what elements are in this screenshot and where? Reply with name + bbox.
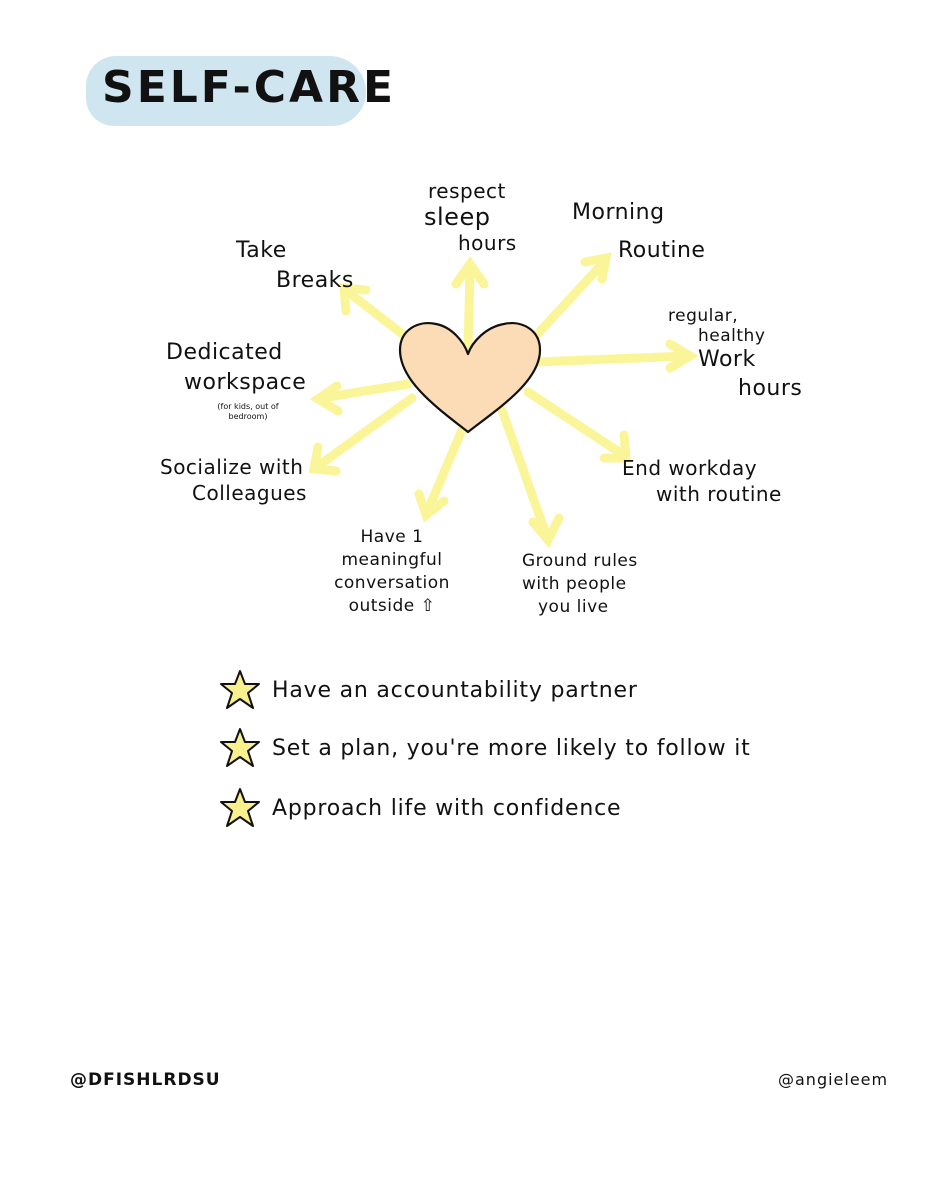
- spoke-end-workday: End workday with routine: [622, 455, 782, 507]
- spoke-socialize-line2: Colleagues: [192, 481, 307, 505]
- arrow-ground-rules: [497, 405, 551, 539]
- spoke-sleep-line1: respect: [428, 179, 506, 203]
- spoke-work-hours-line1: regular,: [668, 306, 739, 326]
- tip-text: Approach life with confidence: [272, 795, 622, 821]
- spoke-morning-line2: Routine: [618, 238, 706, 263]
- footer-right-handle: @angieleem: [778, 1070, 889, 1089]
- tip-text: Set a plan, you're more likely to follow…: [272, 735, 751, 761]
- spoke-conversation: Have 1 meaningful conversation outside ⇧: [326, 526, 458, 618]
- arrow-socialize: [313, 393, 417, 471]
- arrow-work-hours: [533, 351, 691, 367]
- star-icon: [220, 670, 260, 709]
- spoke-work-hours: regular, healthy Work hours: [668, 306, 802, 404]
- page-title: SELF-CARE: [102, 62, 397, 113]
- spoke-workspace: Dedicated workspace: [166, 338, 306, 398]
- spoke-conversation-line2: meaningful: [341, 550, 443, 570]
- tip-item: Approach life with confidence: [218, 786, 621, 830]
- tip-item: Have an accountability partner: [218, 668, 638, 712]
- arrow-breaks: [343, 287, 415, 345]
- arrow-morning: [527, 257, 609, 345]
- spoke-breaks: Take Breaks: [236, 236, 354, 296]
- spoke-conversation-line3: conversation: [334, 573, 450, 593]
- spoke-ground-rules: Ground rules with people you live: [522, 550, 638, 619]
- star-icon: [220, 788, 260, 827]
- spoke-ground-rules-line3: you live: [538, 597, 609, 617]
- spoke-arrows: [308, 252, 699, 549]
- footer-left-handle: @DFISHLRDSU: [70, 1070, 221, 1090]
- arrow-workspace: [317, 379, 413, 403]
- spoke-breaks-line1: Take: [236, 238, 287, 263]
- spoke-workspace-note-line2: bedroom): [228, 412, 268, 421]
- spoke-end-workday-line1: End workday: [622, 456, 758, 480]
- heart-icon: [398, 322, 542, 434]
- spoke-sleep-line3: hours: [458, 231, 517, 255]
- tip-text: Have an accountability partner: [272, 677, 638, 703]
- arrow-end-workday: [523, 387, 627, 459]
- star-icon: [220, 728, 260, 767]
- spoke-socialize: Socialize with Colleagues: [160, 454, 307, 506]
- spoke-ground-rules-line2: with people: [522, 574, 627, 594]
- spoke-workspace-note: (for kids, out of bedroom): [208, 402, 288, 422]
- spoke-morning: Morning Routine: [572, 198, 705, 266]
- spoke-breaks-line2: Breaks: [276, 268, 354, 293]
- arrow-conversation: [423, 425, 467, 515]
- spoke-workspace-line2: workspace: [184, 370, 307, 395]
- spoke-socialize-line1: Socialize with: [160, 455, 304, 479]
- tip-item: Set a plan, you're more likely to follow…: [218, 726, 751, 770]
- spoke-work-hours-line4: hours: [738, 376, 803, 401]
- arrow-sleep: [463, 265, 475, 355]
- spoke-work-hours-line2: healthy: [698, 326, 766, 346]
- spoke-sleep-line2: sleep: [424, 203, 491, 231]
- title-highlight: [86, 56, 366, 126]
- spoke-workspace-note-line1: (for kids, out of: [217, 402, 279, 411]
- spoke-sleep: respect sleep hours: [424, 178, 534, 256]
- spoke-work-hours-line3: Work: [698, 347, 756, 372]
- spoke-ground-rules-line1: Ground rules: [522, 551, 638, 571]
- spoke-conversation-line4: outside ⇧: [348, 596, 436, 616]
- spoke-morning-line1: Morning: [572, 200, 665, 225]
- spoke-workspace-line1: Dedicated: [166, 340, 283, 365]
- spoke-conversation-line1: Have 1: [360, 527, 424, 547]
- spoke-end-workday-line2: with routine: [656, 482, 782, 506]
